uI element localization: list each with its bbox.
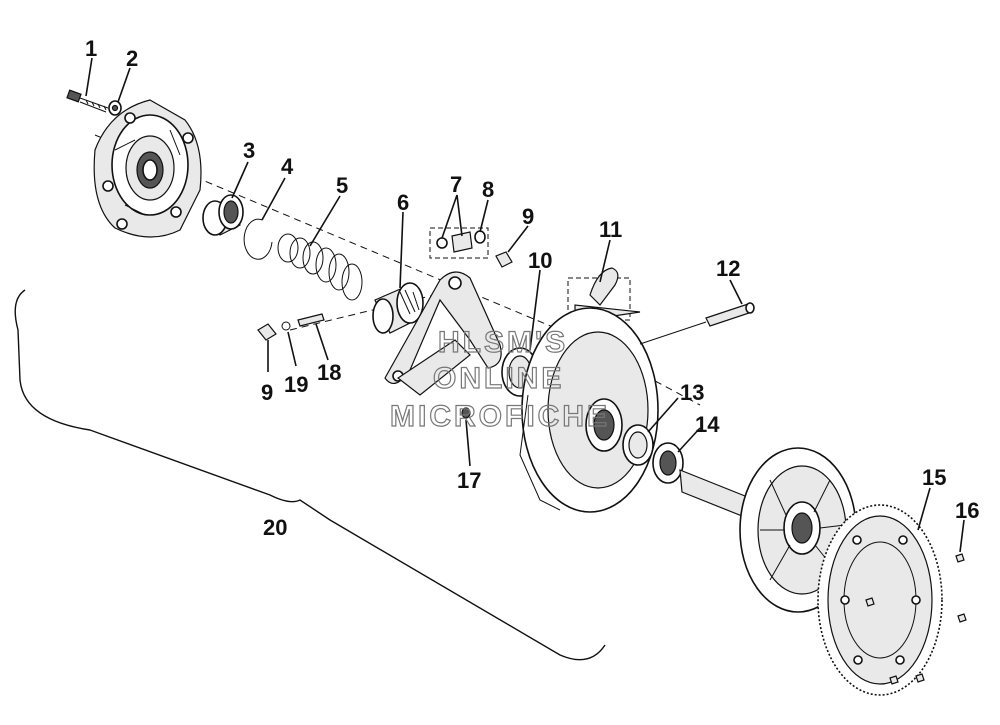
callout-6: 6 — [397, 190, 409, 215]
watermark-line-2: ONLINE — [433, 362, 564, 395]
callout-5: 5 — [336, 173, 348, 198]
snap-ring-part — [243, 218, 273, 260]
callout-14: 14 — [695, 412, 720, 437]
callout-8: 8 — [482, 177, 494, 202]
spring-part — [277, 233, 363, 301]
shaft-seal-part — [652, 442, 684, 484]
leader-lines — [85, 57, 965, 553]
callout-labels: 1 2 3 4 5 6 7 8 9 10 11 12 9 19 18 13 14… — [85, 36, 979, 540]
callout-15: 15 — [922, 465, 946, 490]
callout-3: 3 — [243, 138, 255, 163]
callout-17: 17 — [457, 468, 481, 493]
callout-18: 18 — [317, 360, 341, 385]
callout-1: 1 — [85, 36, 97, 61]
retainer-part — [461, 407, 471, 419]
callout-9-upper: 9 — [522, 204, 534, 229]
callout-12: 12 — [716, 256, 740, 281]
callout-11: 11 — [599, 217, 622, 242]
callout-2: 2 — [126, 46, 138, 71]
cam-bushing-part — [372, 282, 424, 334]
cam-weight-part — [567, 267, 631, 321]
shaft-bushing-part — [622, 424, 654, 466]
callout-7: 7 — [450, 172, 462, 197]
bushing-part — [202, 194, 244, 236]
callout-20: 20 — [263, 515, 287, 540]
screw-set-part — [865, 553, 967, 685]
washer-part — [108, 100, 122, 116]
callout-9-lower: 9 — [261, 380, 273, 405]
bolt-part — [66, 89, 109, 113]
pin-axis-line — [289, 289, 456, 331]
ring-gear-part — [817, 504, 943, 696]
roller-kit-part — [429, 227, 489, 259]
o-ring-part — [281, 321, 291, 331]
callout-13: 13 — [680, 380, 704, 405]
callout-4: 4 — [281, 154, 294, 179]
assembly-group-brace — [14, 289, 606, 661]
watermark: HLSM'S ONLINE MICROFICHE — [389, 325, 610, 433]
nut-lower-part — [257, 323, 277, 341]
watermark-line-3: MICROFICHE — [390, 400, 610, 433]
sheave-cover-part — [93, 99, 202, 238]
callout-19: 19 — [284, 372, 308, 397]
pin-part — [639, 302, 755, 345]
callout-10: 10 — [528, 248, 552, 273]
spider-arm-part — [384, 271, 502, 396]
watermark-line-1: HLSM'S — [438, 326, 568, 359]
nut-upper-part — [495, 251, 513, 268]
roller-pin-part — [297, 313, 325, 327]
callout-16: 16 — [955, 498, 979, 523]
